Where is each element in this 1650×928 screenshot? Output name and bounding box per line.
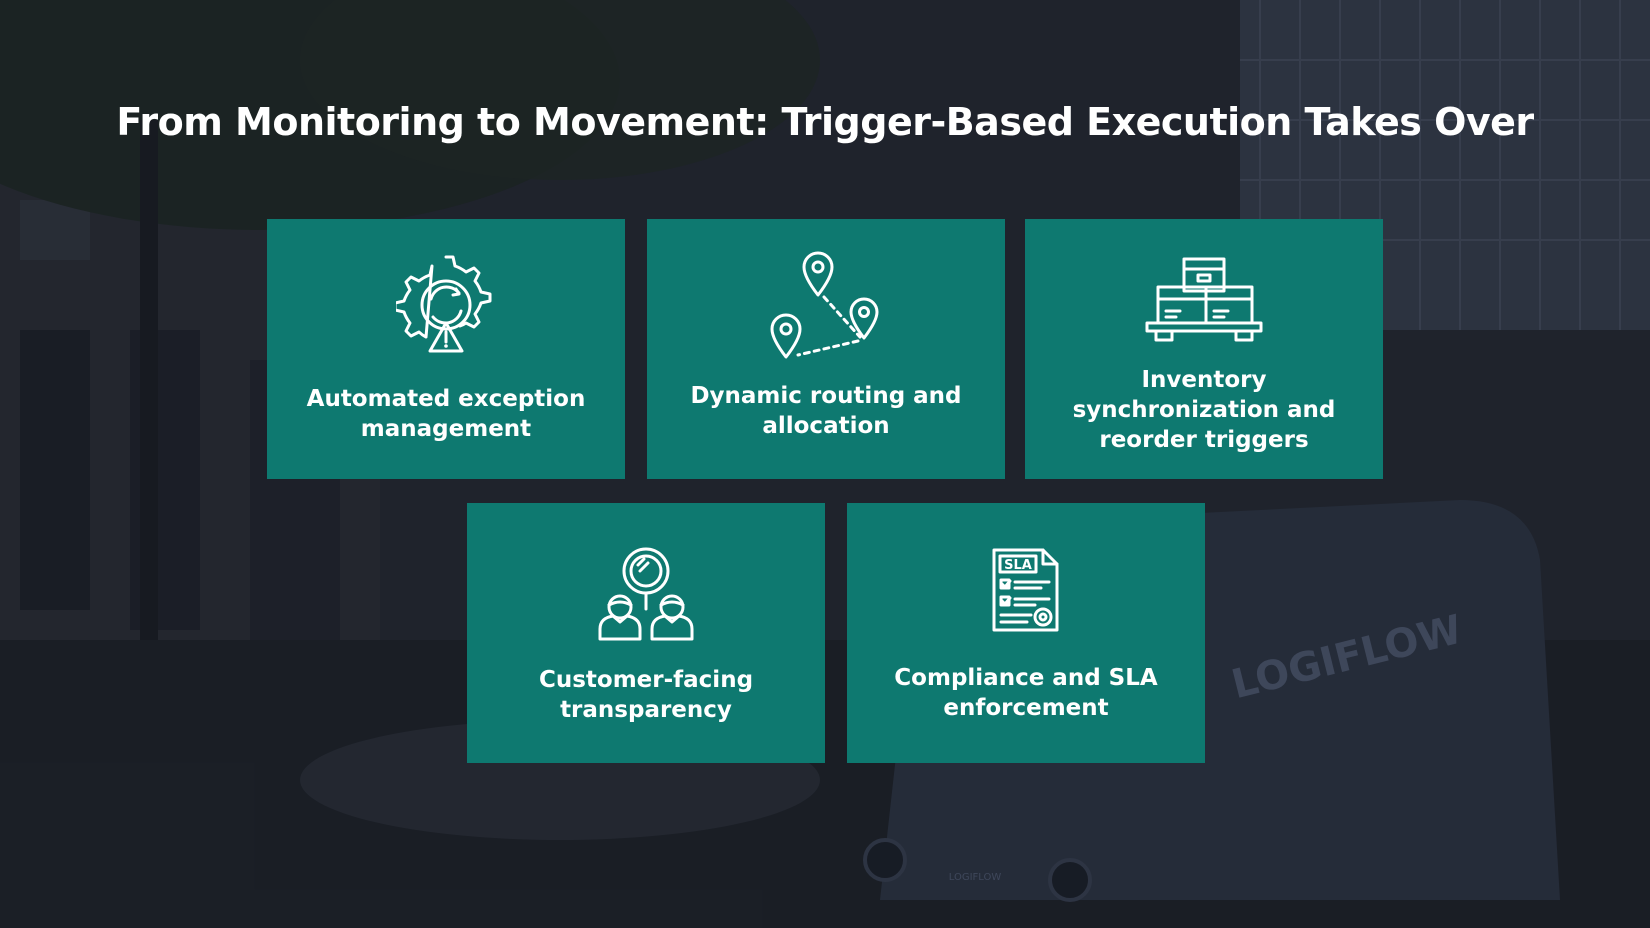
boxes-pallet-icon bbox=[1025, 257, 1383, 343]
card-label: Inventory synchronization and reorder tr… bbox=[1072, 367, 1336, 453]
card-label: Customer-facing transparency bbox=[538, 667, 754, 723]
card-label: Dynamic routing and allocation bbox=[690, 383, 962, 439]
people-magnifier-icon bbox=[467, 547, 825, 643]
slide-title: From Monitoring to Movement: Trigger-Bas… bbox=[116, 100, 1534, 144]
van-small-text: LOGIFLOW bbox=[949, 872, 1002, 883]
route-pins-icon bbox=[647, 251, 1005, 359]
card-compliance-sla: SLA Compliance and SLA enforcement bbox=[847, 503, 1205, 763]
card-automated-exception-management: Automated exception management bbox=[267, 219, 625, 479]
card-inventory-synchronization: Inventory synchronization and reorder tr… bbox=[1025, 219, 1383, 479]
card-label: Automated exception management bbox=[306, 386, 586, 442]
card-dynamic-routing: Dynamic routing and allocation bbox=[647, 219, 1005, 479]
sla-document-icon: SLA bbox=[847, 547, 1205, 633]
sla-text: SLA bbox=[1004, 558, 1032, 573]
card-customer-facing-transparency: Customer-facing transparency bbox=[467, 503, 825, 763]
gear-warning-icon bbox=[267, 253, 625, 357]
card-label: Compliance and SLA enforcement bbox=[894, 665, 1158, 721]
